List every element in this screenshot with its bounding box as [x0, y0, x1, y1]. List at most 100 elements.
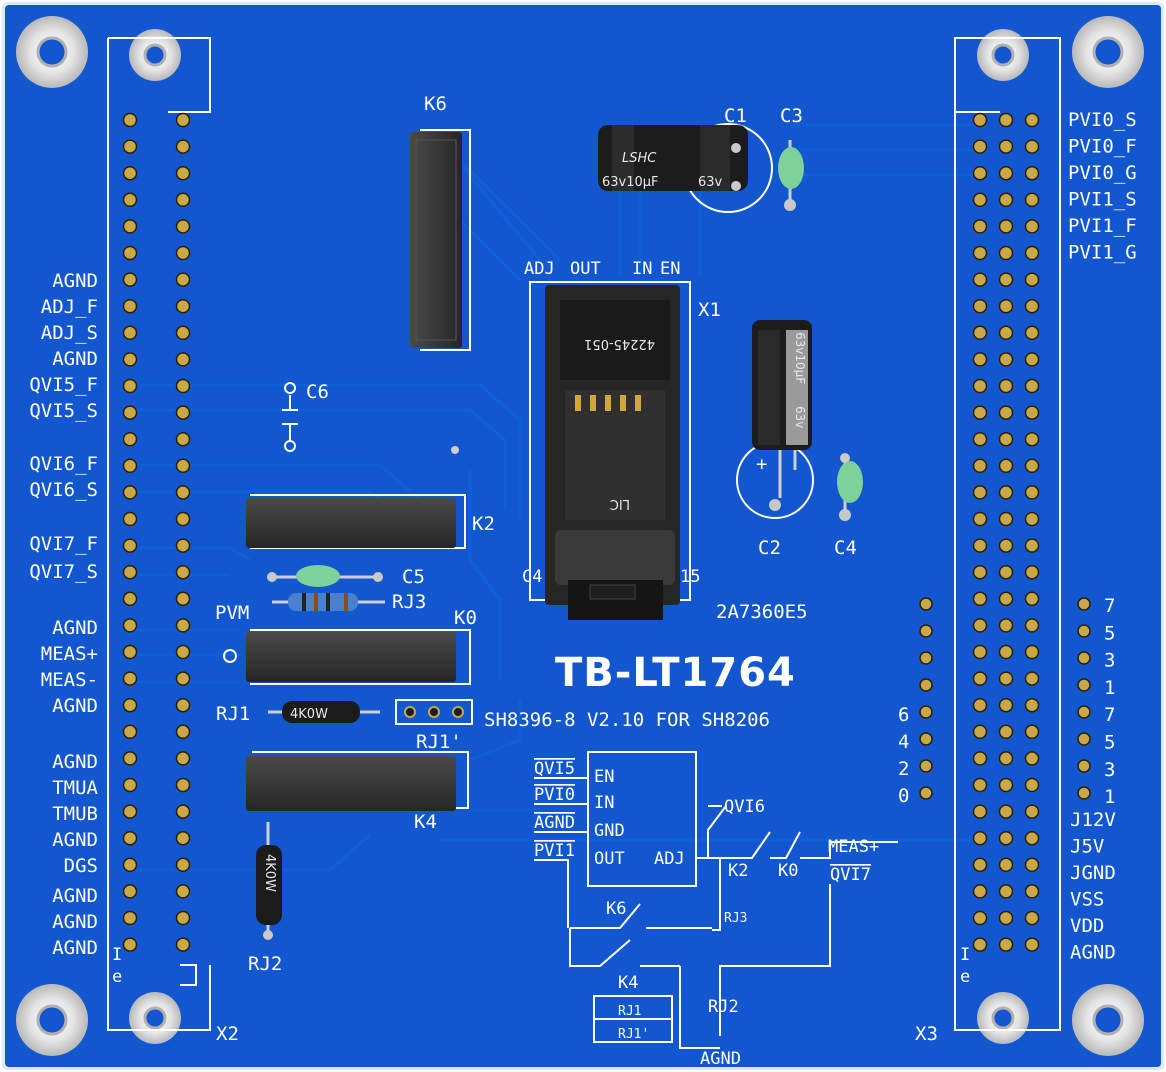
x2-signal-label: QVI5_S: [29, 400, 98, 422]
x2-pin: [122, 405, 138, 420]
x2-pin: [175, 538, 191, 553]
x2-label: X2: [216, 1023, 239, 1045]
x2-pin: [175, 644, 191, 660]
x3-pin: [1024, 591, 1040, 607]
x2-pin: [122, 192, 138, 208]
jumper-pin-right: [1077, 597, 1091, 611]
x3-pin: [972, 910, 988, 926]
socket-mark-right: 15: [680, 567, 700, 587]
x3-pin: [998, 644, 1014, 660]
x3-pin: [1024, 192, 1040, 208]
x3-pin: [998, 724, 1014, 740]
sch-input-pvi0: PVI0: [534, 785, 575, 805]
x3-pin: [972, 937, 988, 952]
x3-pin: [1024, 671, 1040, 686]
x3-pin: [1024, 830, 1040, 846]
board-subtitle: SH8396-8 V2.10 FOR SH8206: [484, 709, 770, 731]
x3-power-label: VSS: [1070, 889, 1104, 911]
jumper-pin-right: [1077, 678, 1091, 692]
jumper-pin-right: [1077, 624, 1091, 638]
x3-pin: [972, 644, 988, 660]
x2-pin: [122, 724, 138, 740]
x3-pin: [972, 830, 988, 846]
x3-pin: [972, 804, 988, 819]
x2-signal-label: DGS: [64, 855, 98, 877]
jumper-pin-left: [919, 732, 933, 746]
x2-pin: [122, 884, 138, 899]
x3-pin: [1024, 697, 1040, 713]
k6-label: K6: [424, 93, 447, 115]
x2-pin: [175, 591, 191, 607]
x3-signal-label: PVI0_S: [1068, 109, 1137, 131]
x2-signal-label: AGND: [52, 885, 98, 907]
jumper-number-left: 2: [898, 758, 909, 780]
x3-pin: [972, 724, 988, 740]
x3-pin: [998, 564, 1014, 580]
board-title: TB-LT1764: [555, 650, 796, 696]
x3-pin: [1024, 325, 1040, 341]
x3-pin1-mark: I: [960, 945, 970, 965]
x3-pin: [1024, 511, 1040, 527]
x2-pin: [175, 325, 191, 341]
x2-pin: [175, 352, 191, 367]
jumper-number-right: 7: [1104, 704, 1115, 726]
c3-label: C3: [780, 105, 803, 127]
x3-pin: [1024, 751, 1040, 766]
sch-rj3: RJ3: [724, 911, 747, 926]
rj1p-label: RJ1': [416, 731, 462, 753]
x2-signal-label: MEAS-: [41, 669, 98, 691]
relay-k0: K0 PVM: [215, 602, 477, 685]
ic-pin-adj: ADJ: [654, 849, 685, 869]
x2-pin: [175, 192, 191, 208]
x3-pin: [972, 591, 988, 607]
socket-x1: 42245-051 LIC ADJ OUT IN EN X1 C4 15: [522, 259, 721, 620]
relay-k2: K2: [246, 494, 495, 549]
socket-mark-left: C4: [522, 567, 542, 587]
x2-pin: [175, 777, 191, 793]
x3-power-label: J12V: [1070, 809, 1116, 831]
x3-pin: [972, 245, 988, 261]
x2-pin: [175, 219, 191, 234]
capacitor-c5: C5: [267, 565, 425, 588]
sch-qvi7: QVI7: [830, 865, 871, 885]
x2-signal-label: QVI6_S: [29, 479, 98, 501]
x2-pin: [122, 165, 138, 181]
ic-pin-in: IN: [594, 793, 614, 813]
x3-pin: [998, 511, 1014, 527]
jumper-pin-right: [1077, 732, 1091, 746]
x3-pin: [998, 618, 1014, 633]
x3-pin: [998, 112, 1014, 128]
x3-pin: [998, 245, 1014, 261]
relay-k4: K4: [246, 751, 469, 833]
x2-pin: [122, 139, 138, 154]
x2-pin: [175, 830, 191, 846]
sch-k4: K4: [618, 973, 638, 993]
sch-k0: K0: [778, 861, 798, 881]
x2-pin: [175, 937, 191, 952]
ic-pin-en: EN: [594, 767, 614, 787]
x3-signal-label: PVI1_F: [1068, 215, 1137, 237]
x2-pin: [122, 671, 138, 686]
x3-pin: [998, 671, 1014, 686]
x3-pin: [1024, 165, 1040, 181]
x3-pin: [1024, 910, 1040, 926]
x3-label: X3: [915, 1023, 938, 1045]
jumper-number-right: 3: [1104, 759, 1115, 781]
sch-input-agnd: AGND: [534, 813, 575, 833]
x3-pin: [1024, 245, 1040, 261]
ic-pin-gnd: GND: [594, 821, 625, 841]
x3-pin: [998, 751, 1014, 766]
x3-pin: [1024, 804, 1040, 819]
x3-pin: [1024, 777, 1040, 793]
x3-pin: [1024, 219, 1040, 234]
c2-plus: +: [756, 453, 767, 475]
x3-pin: [972, 192, 988, 208]
x3-pin: [1024, 538, 1040, 553]
capacitor-c3: C3: [778, 105, 804, 211]
x3-pin: [972, 511, 988, 527]
sch-input-pvi1: PVI1: [534, 841, 575, 861]
x3-pin: [998, 485, 1014, 500]
jumper-pin-right: [1077, 786, 1091, 800]
jumper-pin-left: [919, 624, 933, 638]
